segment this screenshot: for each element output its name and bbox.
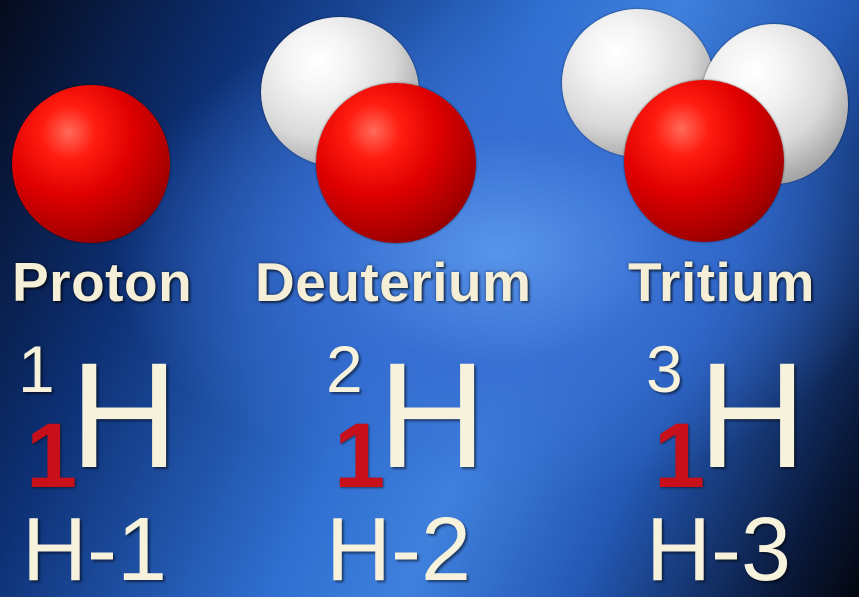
nuclide-symbol-h2: 2 H 1 [326,331,526,507]
isotope-name-tritium: Tritium [628,251,815,313]
isotope-code-h1: H-1 [22,500,168,597]
mass-number: 3 [646,332,683,406]
proton-sphere [12,85,170,243]
mass-number: 1 [18,332,55,406]
mass-number: 2 [326,332,363,406]
isotope-name-proton: Proton [12,251,193,313]
isotope-code-h2: H-2 [326,500,472,597]
atomic-number: 1 [334,405,386,507]
nuclide-symbol-h3: 3 H 1 [646,331,846,507]
proton-sphere [624,80,784,242]
isotope-code-h3: H-3 [646,500,792,597]
atomic-number: 1 [654,405,706,507]
element-symbol: H [70,331,179,499]
element-symbol: H [698,331,807,499]
element-symbol: H [378,331,487,499]
nuclide-symbol-h1: 1 H 1 [18,331,218,507]
isotope-name-deuterium: Deuterium [255,251,532,313]
atomic-number: 1 [26,405,78,507]
proton-sphere [316,83,476,243]
